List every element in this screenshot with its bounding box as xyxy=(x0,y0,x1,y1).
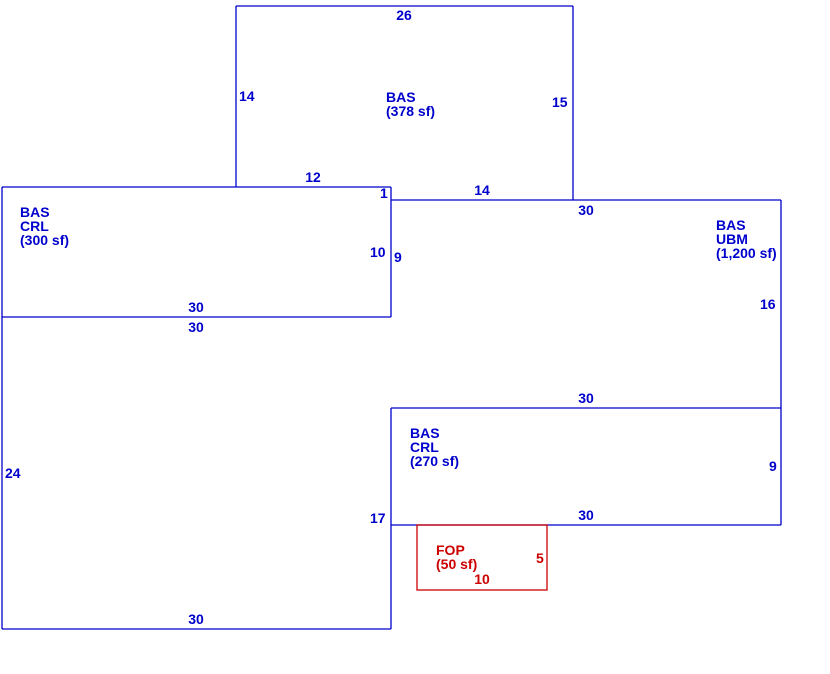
bas-crl-left-outline xyxy=(1,186,392,629)
bas-top-outline xyxy=(235,5,574,200)
dim-crl-left-right-inner: 9 xyxy=(394,249,402,265)
dim-top-step: 1 xyxy=(380,185,388,201)
dim-top-bottom-right: 14 xyxy=(474,182,490,198)
dim-crl-left-right-outer: 10 xyxy=(370,244,386,260)
area-label-bas-ubm: BAS UBM (1,200 sf) xyxy=(716,217,777,261)
dim-top-right-side: 15 xyxy=(552,94,568,110)
dim-top-left-side: 14 xyxy=(239,88,255,104)
bas-crl-lower-outline xyxy=(2,407,781,630)
dim-crl-left-bottom: 30 xyxy=(188,299,204,315)
dim-crl-lower-left: 17 xyxy=(370,510,386,526)
dim-top-width: 26 xyxy=(396,7,412,23)
area-label-fop: FOP (50 sf) xyxy=(436,542,477,572)
dim-ubm-top: 30 xyxy=(578,202,594,218)
dim-main-bottom: 30 xyxy=(188,611,204,627)
area-label-bas-top: BAS (378 sf) xyxy=(386,89,435,119)
dim-crl-lower-right: 9 xyxy=(769,458,777,474)
dim-ubm-right: 16 xyxy=(760,296,776,312)
dim-main-left: 24 xyxy=(5,465,21,481)
area-label-bas-crl-lower: BAS CRL (270 sf) xyxy=(410,425,459,469)
bas-ubm-outline xyxy=(391,199,782,525)
dim-crl-lower-top: 30 xyxy=(578,390,594,406)
fop-outline xyxy=(416,524,548,591)
dim-crl-lower-bottom: 30 xyxy=(578,507,594,523)
dim-top-bottom-left: 12 xyxy=(305,169,321,185)
area-label-bas-crl-left: BAS CRL (300 sf) xyxy=(20,204,69,248)
dim-fop-width: 10 xyxy=(474,571,490,587)
dim-ubm-lower-left-top: 30 xyxy=(188,319,204,335)
dim-fop-depth: 5 xyxy=(536,550,544,566)
